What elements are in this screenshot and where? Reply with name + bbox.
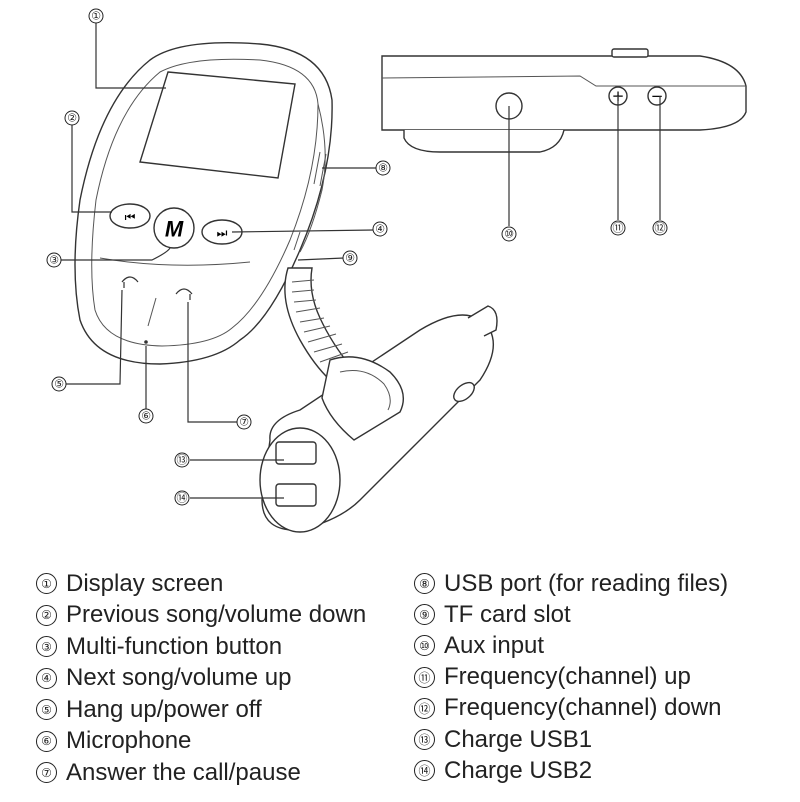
callout-4: ④ bbox=[372, 221, 388, 237]
legend-item: ⑩ Aux input bbox=[414, 630, 728, 661]
previous-button[interactable]: ⏮ bbox=[109, 203, 151, 229]
legend-number: ⑧ bbox=[414, 573, 435, 595]
legend-left-column: ① Display screen ② Previous song/volume do… bbox=[36, 568, 366, 789]
legend-item: ② Previous song/volume down bbox=[36, 600, 366, 632]
svg-text:⑫: ⑫ bbox=[655, 222, 666, 235]
legend-item: ⑫ Frequency(channel) down bbox=[414, 693, 728, 724]
callout-12: ⑫ bbox=[652, 220, 668, 236]
svg-text:⑭: ⑭ bbox=[177, 492, 188, 505]
next-button[interactable]: ⏭ bbox=[201, 219, 243, 245]
callout-14: ⑭ bbox=[174, 490, 190, 506]
legend-number: ③ bbox=[36, 636, 57, 658]
svg-text:③: ③ bbox=[49, 254, 59, 267]
hang-up-icon[interactable] bbox=[121, 276, 139, 288]
legend-item: ⑨ TF card slot bbox=[414, 599, 728, 630]
callout-7: ⑦ bbox=[236, 414, 252, 430]
car-charger-plug bbox=[259, 305, 498, 533]
legend: ① Display screen ② Previous song/volume do… bbox=[0, 568, 800, 798]
callout-13: ⑬ bbox=[174, 452, 190, 468]
legend-right-column: ⑧ USB port (for reading files) ⑨ TF card s… bbox=[414, 568, 728, 786]
device-diagram: ⏮ M ⏭ bbox=[46, 8, 747, 533]
legend-label: Aux input bbox=[444, 631, 545, 659]
legend-number: ⑬ bbox=[414, 729, 435, 751]
legend-label: TF card slot bbox=[444, 600, 571, 628]
legend-label: Previous song/volume down bbox=[66, 601, 367, 629]
mode-label: M bbox=[165, 217, 184, 242]
multi-function-button[interactable]: M bbox=[153, 207, 195, 249]
legend-item: ④ Next song/volume up bbox=[36, 663, 366, 695]
svg-text:⑪: ⑪ bbox=[613, 222, 624, 235]
legend-item: ⑤ Hang up/power off bbox=[36, 694, 366, 726]
callout-5: ⑤ bbox=[51, 376, 67, 392]
svg-text:⑨: ⑨ bbox=[345, 252, 355, 265]
svg-text:⑦: ⑦ bbox=[239, 416, 249, 429]
svg-text:④: ④ bbox=[375, 223, 385, 236]
callout-10: ⑩ bbox=[501, 226, 517, 242]
minus-icon: − bbox=[651, 87, 664, 105]
callout-2: ② bbox=[64, 110, 80, 126]
usb1-port bbox=[275, 441, 317, 465]
callout-11: ⑪ bbox=[610, 220, 626, 236]
legend-item: ⑦ Answer the call/pause bbox=[36, 757, 366, 789]
svg-text:⑩: ⑩ bbox=[504, 228, 514, 241]
legend-label: USB port (for reading files) bbox=[444, 569, 729, 597]
legend-item: ③ Multi-function button bbox=[36, 631, 366, 663]
legend-number: ⑨ bbox=[414, 604, 435, 626]
legend-number: ⑪ bbox=[414, 666, 435, 688]
next-icon: ⏭ bbox=[217, 226, 228, 240]
legend-number: ⑤ bbox=[36, 699, 57, 721]
legend-label: Hang up/power off bbox=[66, 695, 262, 723]
svg-text:②: ② bbox=[67, 112, 77, 125]
device-top-view: + − bbox=[381, 48, 747, 153]
legend-item: ⑧ USB port (for reading files) bbox=[414, 568, 728, 599]
legend-label: Microphone bbox=[66, 727, 192, 755]
legend-number: ⑩ bbox=[414, 635, 435, 657]
legend-item: ⑭ Charge USB2 bbox=[414, 755, 728, 786]
legend-label: Charge USB2 bbox=[444, 756, 593, 784]
legend-label: Multi-function button bbox=[66, 632, 283, 660]
legend-number: ② bbox=[36, 604, 57, 626]
callout-3: ③ bbox=[46, 252, 62, 268]
legend-label: Next song/volume up bbox=[66, 664, 292, 692]
svg-text:⑬: ⑬ bbox=[177, 454, 188, 467]
legend-number: ⑫ bbox=[414, 697, 435, 719]
legend-number: ⑦ bbox=[36, 762, 57, 784]
legend-number: ④ bbox=[36, 667, 57, 689]
legend-number: ⑭ bbox=[414, 760, 435, 782]
display-screen bbox=[139, 71, 296, 179]
answer-call-icon[interactable] bbox=[175, 288, 193, 300]
svg-text:⑤: ⑤ bbox=[54, 378, 64, 391]
device-front-view: ⏮ M ⏭ bbox=[74, 42, 333, 365]
legend-item: ⑪ Frequency(channel) up bbox=[414, 662, 728, 693]
legend-label: Display screen bbox=[66, 569, 224, 597]
legend-item: ① Display screen bbox=[36, 568, 366, 600]
legend-label: Answer the call/pause bbox=[66, 758, 301, 786]
tf-card-slot-side bbox=[293, 231, 301, 251]
legend-number: ⑥ bbox=[36, 730, 57, 752]
svg-text:⑥: ⑥ bbox=[141, 410, 151, 423]
legend-label: Frequency(channel) down bbox=[444, 694, 722, 722]
previous-icon: ⏮ bbox=[125, 210, 136, 224]
legend-label: Charge USB1 bbox=[444, 725, 593, 753]
svg-text:⑧: ⑧ bbox=[378, 162, 388, 175]
legend-item: ⑥ Microphone bbox=[36, 726, 366, 758]
frequency-down-button[interactable]: − bbox=[647, 86, 667, 106]
legend-item: ⑬ Charge USB1 bbox=[414, 724, 728, 755]
callout-8: ⑧ bbox=[375, 160, 391, 176]
callout-1: ① bbox=[88, 8, 104, 24]
legend-number: ① bbox=[36, 573, 57, 595]
callout-6: ⑥ bbox=[138, 408, 154, 424]
leader-lines bbox=[60, 22, 661, 499]
usb2-port bbox=[275, 483, 317, 507]
legend-label: Frequency(channel) up bbox=[444, 663, 691, 691]
callout-9: ⑨ bbox=[342, 250, 358, 266]
svg-text:①: ① bbox=[91, 10, 101, 23]
microphone-hole bbox=[144, 340, 148, 344]
usb-port-side bbox=[313, 151, 327, 187]
